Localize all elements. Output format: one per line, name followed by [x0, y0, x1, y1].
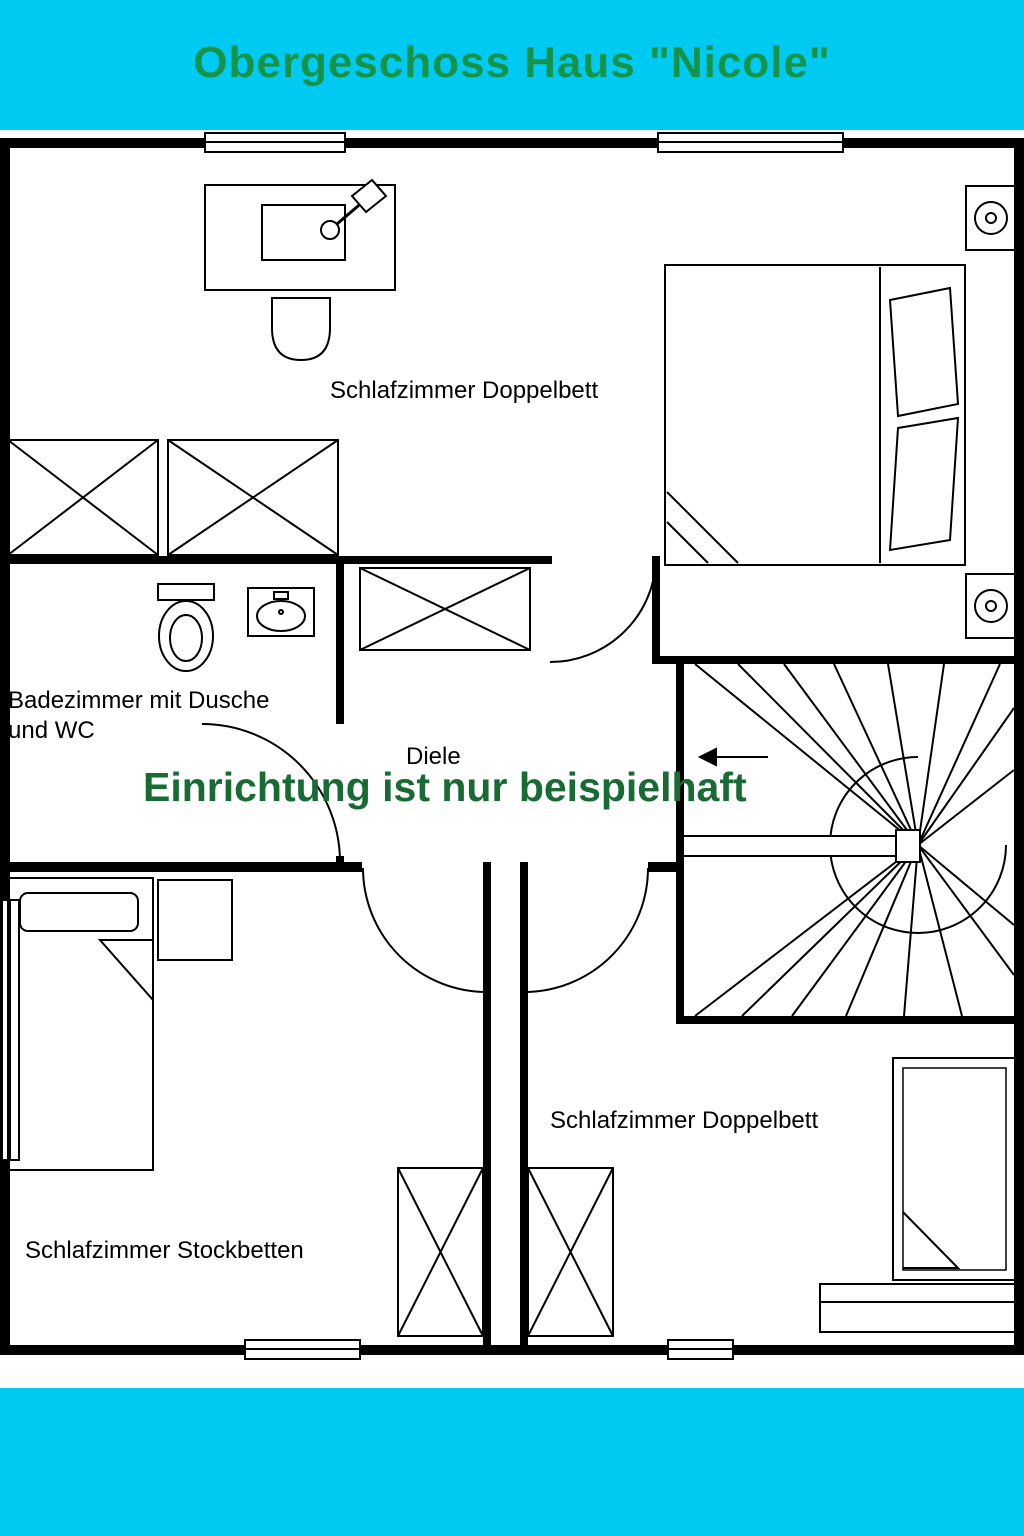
furniture-double-bed-top	[664, 185, 1017, 639]
windows	[1, 132, 844, 1360]
label-bathroom-line2: und WC	[8, 717, 95, 744]
nightstand	[157, 879, 233, 961]
door-arcs	[201, 559, 657, 993]
furniture-double-bed-right	[819, 1057, 1017, 1333]
pillow	[19, 892, 139, 932]
furniture-wardrobes-bottom	[397, 1167, 614, 1337]
label-bedroom-top: Schlafzimmer Doppelbett	[330, 377, 599, 404]
nightstand	[965, 573, 1017, 639]
label-bedroom-right: Schlafzimmer Doppelbett	[550, 1107, 819, 1134]
label-bedroom-bottom-left: Schlafzimmer Stockbetten	[25, 1237, 304, 1264]
sink	[247, 587, 315, 637]
label-bathroom: Badezimmer mit Dusche und WC	[8, 686, 269, 746]
pillow	[888, 286, 960, 418]
furniture-wardrobes-top	[7, 439, 531, 651]
pillow	[888, 416, 960, 552]
label-bathroom-line1: Badezimmer mit Dusche	[8, 687, 270, 714]
dresser	[819, 1283, 1017, 1333]
staircase	[684, 663, 1015, 1017]
stair-newel	[895, 829, 921, 863]
annotation-text: Einrichtung ist nur beispielhaft	[143, 764, 747, 810]
walls	[0, 138, 1024, 1355]
stair-direction-arrow	[697, 747, 717, 767]
spiral-arc	[829, 756, 1007, 934]
bathroom-fixtures	[157, 583, 315, 672]
furniture-desk	[204, 178, 396, 362]
toilet-bowl	[158, 600, 214, 672]
plan-background	[0, 130, 1024, 1388]
nightstand	[965, 185, 1017, 251]
page-title: Obergeschoss Haus "Nicole"	[193, 38, 831, 87]
furniture-bunk-bed	[7, 877, 233, 1171]
label-hallway: Diele	[406, 743, 461, 770]
